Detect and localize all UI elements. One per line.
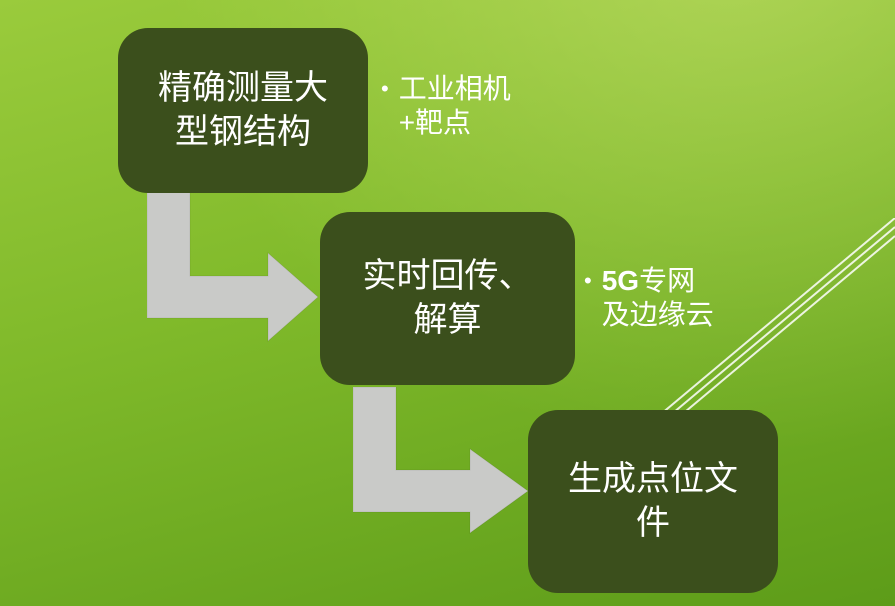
bullet-line-2: 及边缘云 [601, 299, 714, 331]
flow-box-label: 精确测量大 型钢结构 [158, 67, 328, 154]
bullet-text: 工业相机 +靶点 [399, 72, 511, 140]
bullet-bold-prefix: 5G [601, 265, 640, 296]
flow-box-label: 生成点位文 件 [568, 458, 738, 545]
flow-box-label-line: 解算 [413, 300, 482, 339]
flow-box-generate-point-file: 生成点位文 件 [528, 410, 778, 593]
flow-box-label-line: 精确测量大 [158, 68, 328, 107]
bullet-marker: • [584, 268, 592, 293]
flow-box-label-line: 生成点位文 [568, 459, 738, 498]
elbow-arrow-2 [353, 387, 528, 534]
flow-box-label: 实时回传、 解算 [363, 255, 533, 342]
flow-box-label-line: 型钢结构 [175, 112, 311, 151]
bullet-5g-network: • 5G专网 及边缘云 [584, 264, 714, 332]
flow-box-measure-steel: 精确测量大 型钢结构 [118, 28, 368, 193]
bullet-industrial-camera: • 工业相机 +靶点 [381, 72, 511, 140]
bullet-line-1-text: 工业相机 [398, 73, 511, 104]
flow-box-label-line: 件 [636, 503, 670, 542]
bullet-line-1: 5G专网 [602, 264, 714, 298]
elbow-arrow-1 [147, 190, 318, 342]
bullet-text: 5G专网 及边缘云 [602, 264, 714, 332]
bullet-line-1: 工业相机 [399, 72, 511, 106]
bullet-line-1-text: 专网 [639, 265, 696, 296]
bullet-line-2: +靶点 [398, 107, 472, 139]
bullet-marker: • [381, 76, 389, 101]
flow-box-label-line: 实时回传、 [362, 256, 533, 295]
flow-box-realtime-solve: 实时回传、 解算 [320, 212, 575, 385]
